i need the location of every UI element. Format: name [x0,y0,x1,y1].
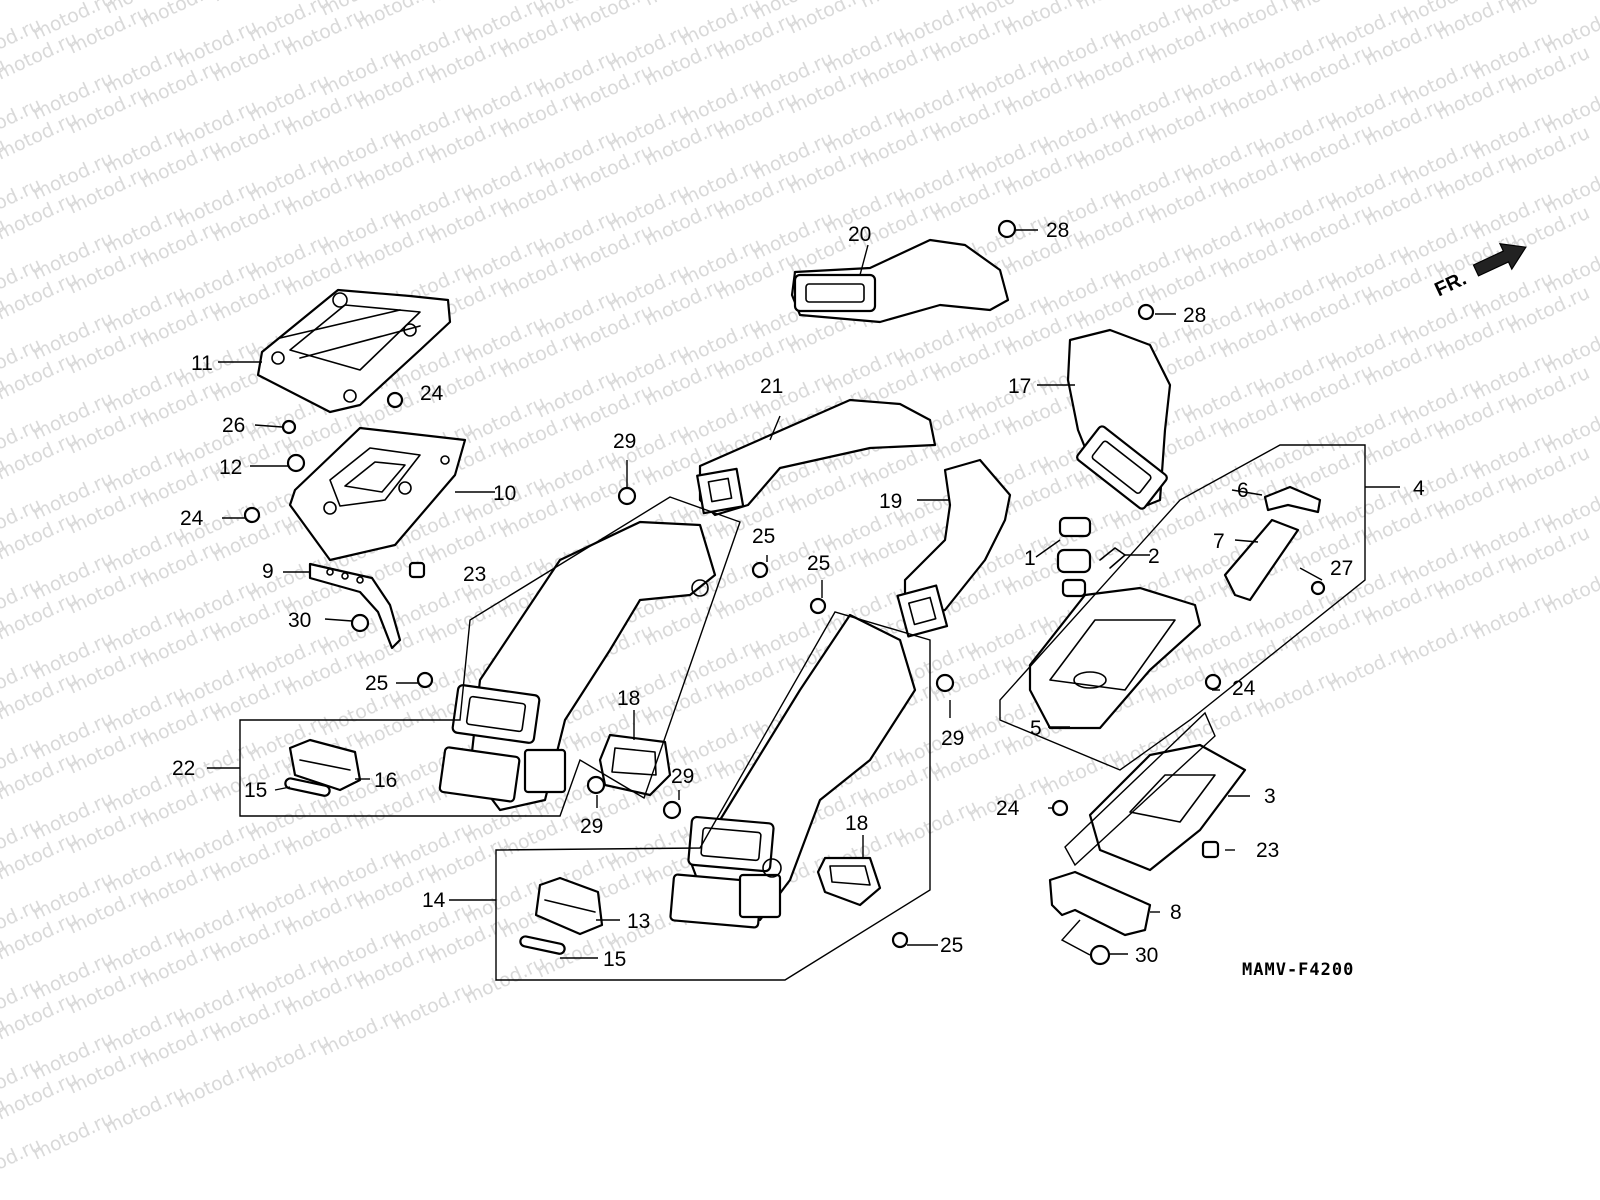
watermark-text: motod.ru [1073,0,1161,15]
part-22-duct-assembly [438,520,717,812]
part-20-air-duct [790,238,1010,324]
part-14-duct-assembly [669,613,917,929]
part-5-lid [1028,586,1202,730]
callout-labels: 1 2 3 4 5 6 7 8 9 10 11 12 13 14 15 15 1… [172,219,1425,971]
callout-29b: 29 [941,727,964,750]
watermark-text: motod.ru [137,0,225,33]
group-outlines [239,444,1366,981]
part-17-air-duct [1066,328,1172,510]
part-7-stay [1223,518,1300,602]
part-11-cover-plate [256,288,452,414]
watermark-text: motod.ru [0,0,81,5]
callout-17: 17 [1008,375,1031,398]
part-10-mount-bracket [288,426,467,562]
part-6-clip [1263,485,1322,514]
callout-19: 19 [879,490,902,513]
part-18-gasket-a [598,733,672,797]
callout-24b: 24 [180,507,204,530]
callout-30a: 30 [288,609,311,632]
callout-28a: 28 [1046,219,1069,242]
callout-25c: 25 [365,672,388,695]
part-9-bracket [308,562,402,650]
part-13-hinge [534,876,604,936]
callout-15b: 15 [603,948,626,971]
part-8-bracket [1048,870,1152,937]
watermark-text: motod.ru [857,0,945,13]
leader-lines [207,229,1400,959]
callout-29d: 29 [671,765,694,788]
callout-25b: 25 [807,552,830,575]
callout-9: 9 [262,560,274,583]
callout-29c: 29 [580,815,603,838]
callout-24d: 24 [996,797,1020,820]
callout-21: 21 [760,375,783,398]
callout-12: 12 [219,456,242,479]
fasteners [243,219,1326,966]
watermark-text: motod.ru [353,0,441,35]
callout-15a: 15 [244,779,267,802]
callout-6: 6 [1237,479,1249,502]
watermark-text: motod.ru [1505,0,1593,19]
callout-3: 3 [1264,785,1276,808]
callout-22: 22 [172,757,195,780]
part-21-air-duct [696,398,937,517]
part-1-lock [1056,516,1092,598]
callout-18a: 18 [617,687,640,710]
callout-1: 1 [1024,547,1036,570]
callout-14: 14 [422,889,446,912]
callout-18b: 18 [845,812,868,835]
callout-30b: 30 [1135,944,1158,967]
diagram-code: MAMV-F4200 [1242,960,1354,980]
part-15-pin-b [519,935,566,955]
callout-23a: 23 [463,563,486,586]
callout-7: 7 [1213,530,1225,553]
callout-5: 5 [1030,717,1042,740]
callout-27: 27 [1330,557,1353,580]
callout-23b: 23 [1256,839,1279,862]
part-16-hinge [288,738,362,792]
callout-24c: 24 [1232,677,1256,700]
callout-29a: 29 [613,430,636,453]
watermark-text: motod.ru [1289,0,1377,17]
watermark-text: motod.ru [209,0,297,7]
callout-10: 10 [493,482,516,505]
callout-28b: 28 [1183,304,1206,327]
watermark-text: motod.ru [425,0,513,9]
callout-20: 20 [848,223,871,246]
part-19-air-duct [896,458,1012,638]
part-18-gasket-b [816,856,882,907]
callout-11: 11 [191,352,213,375]
callout-24a: 24 [420,382,444,405]
part-2-clip [1099,547,1126,569]
callout-2: 2 [1148,545,1160,568]
callout-4: 4 [1413,477,1425,500]
callout-16: 16 [374,769,397,792]
callout-25d: 25 [940,934,963,957]
callout-26: 26 [222,414,245,437]
watermark-text: motod.ru [641,0,729,11]
watermark-text: motod.ru [569,0,657,37]
watermark-text: motod.ru [1541,562,1600,619]
callout-8: 8 [1170,901,1182,924]
part-3-box [1088,743,1247,872]
part-15-pin-a [284,777,331,797]
callout-25a: 25 [752,525,775,548]
callout-13: 13 [627,910,650,933]
